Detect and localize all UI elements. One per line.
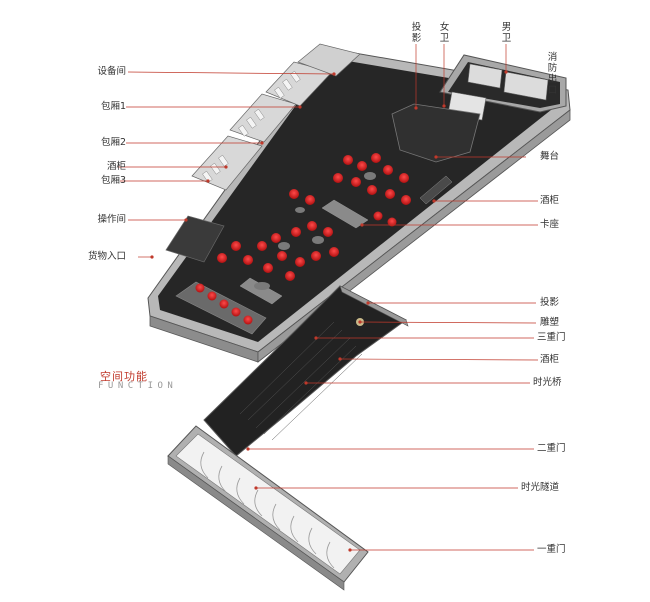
label-female-restroom: 女卫	[439, 22, 450, 44]
label-third-door: 三重门	[537, 332, 566, 343]
stage-platform	[391, 103, 481, 163]
leader-dots	[150, 70, 508, 552]
label-stage: 舞台	[540, 151, 560, 162]
label-time-tunnel: 时光隧道	[521, 482, 560, 493]
legend-subtitle: FUNCTION	[98, 381, 178, 391]
label-private-room-3: 包厢3	[100, 175, 126, 186]
restroom-annex	[439, 54, 567, 121]
label-second-door: 二重门	[537, 443, 566, 454]
label-sculpture: 雕塑	[540, 317, 560, 328]
label-time-bridge: 时光桥	[533, 377, 562, 388]
label-wine-cabinet-right-2: 酒柜	[540, 354, 560, 365]
booth-seating	[175, 199, 369, 335]
private-rooms	[165, 43, 361, 263]
label-private-room-1: 包厢1	[100, 101, 126, 112]
label-first-door: 一重门	[537, 544, 566, 555]
tables	[254, 172, 376, 290]
label-fire-exit: 消防出口	[547, 52, 558, 96]
time-tunnel	[167, 425, 369, 591]
leader-lines	[118, 44, 539, 551]
label-projection-right: 投影	[540, 297, 560, 308]
label-wine-cabinet-left: 酒柜	[106, 161, 126, 172]
label-equipment-room: 设备间	[97, 66, 126, 77]
label-male-restroom: 男卫	[501, 22, 512, 44]
red-stools	[195, 153, 411, 325]
label-goods-entrance: 货物入口	[87, 251, 126, 262]
label-wine-cabinet-right-1: 酒柜	[540, 195, 560, 206]
label-private-room-2: 包厢2	[100, 137, 126, 148]
label-operation-room: 操作间	[97, 214, 126, 225]
label-booth: 卡座	[540, 219, 560, 230]
legend-title: 空间功能	[100, 370, 148, 383]
wine-cabinet-strip	[419, 175, 453, 205]
label-projection-top: 投影	[411, 22, 422, 44]
